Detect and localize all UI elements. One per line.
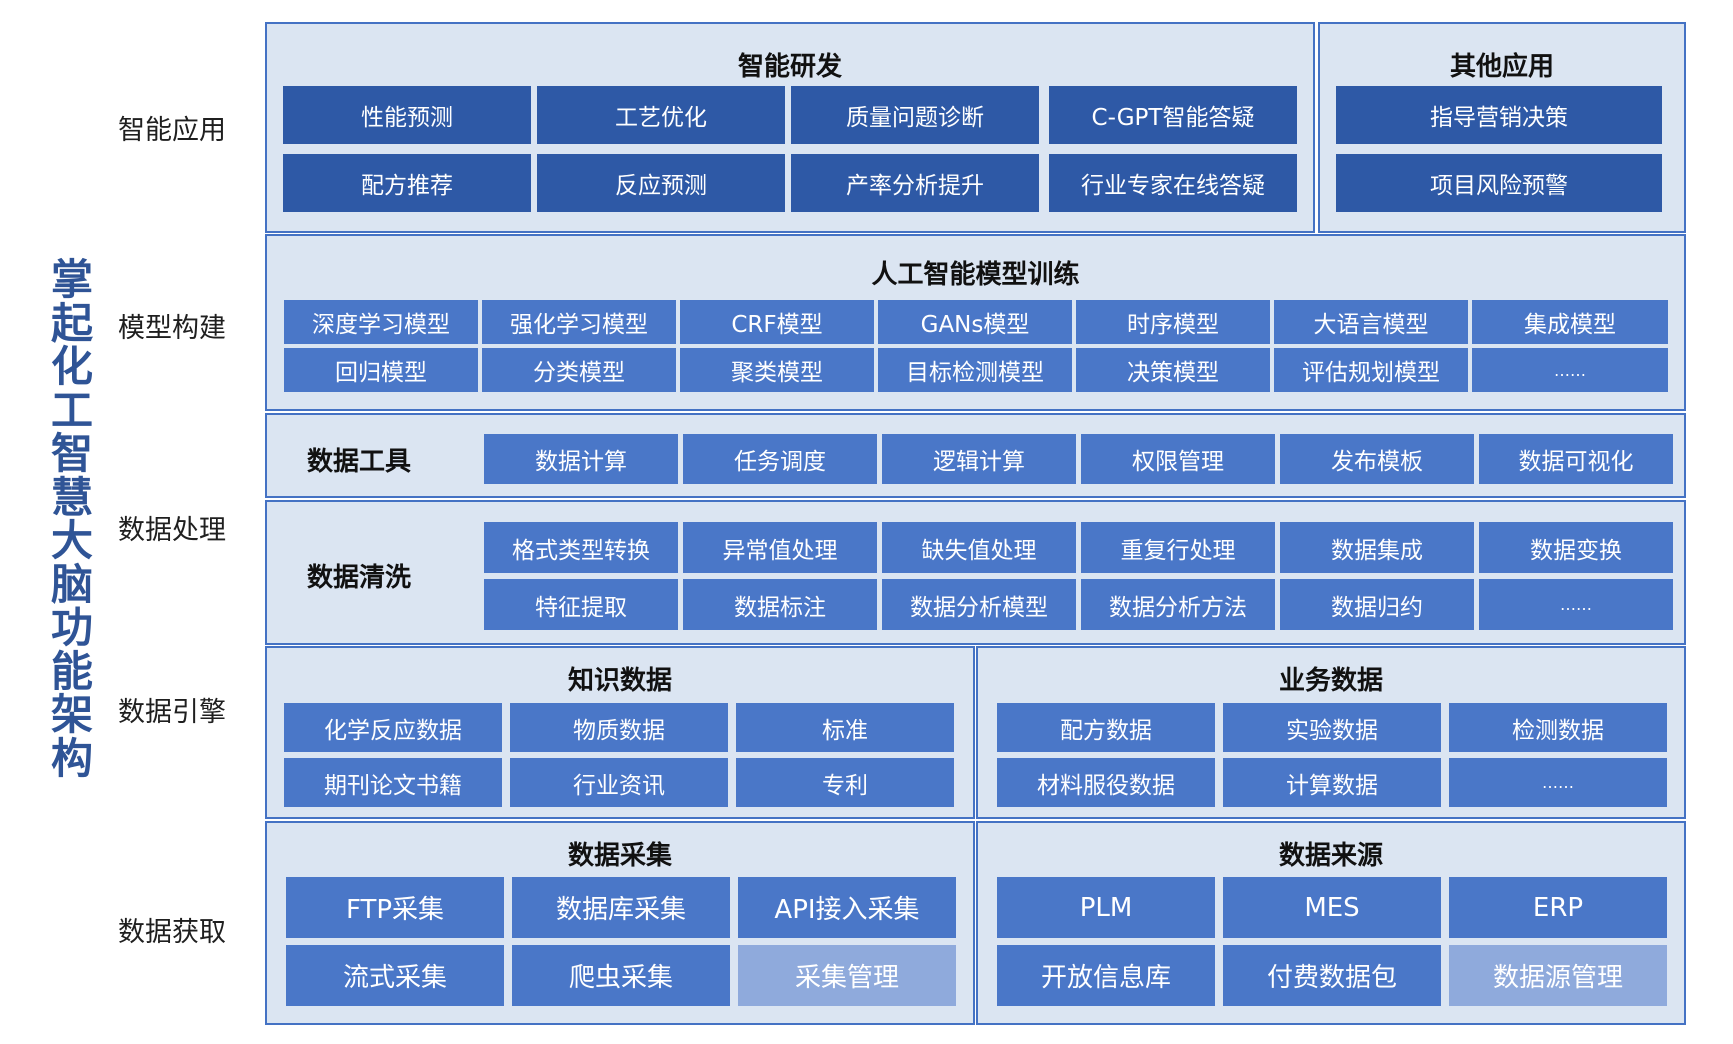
rd-item: 工艺优化 bbox=[537, 86, 785, 144]
clean-item: …… bbox=[1479, 579, 1673, 630]
knowledge-item: 专利 bbox=[736, 758, 954, 807]
clean-item: 特征提取 bbox=[484, 579, 678, 630]
business-item: 材料服役数据 bbox=[997, 758, 1215, 807]
ai-model-item: 分类模型 bbox=[482, 348, 676, 392]
panel-business-title: 业务数据 bbox=[1278, 666, 1383, 696]
source-item: ERP bbox=[1449, 877, 1667, 938]
tools-item: 任务调度 bbox=[683, 434, 877, 484]
panel-collect: 数据采集 FTP采集 数据库采集 API接入采集 流式采集 爬虫采集 采集管理 bbox=[265, 821, 975, 1025]
source-item: MES bbox=[1223, 877, 1441, 938]
layer-label-acquire: 数据获取 bbox=[118, 917, 226, 948]
business-item: 配方数据 bbox=[997, 703, 1215, 752]
knowledge-item: 物质数据 bbox=[510, 703, 728, 752]
panel-tools: 数据工具 数据计算 任务调度 逻辑计算 权限管理 发布模板 数据可视化 bbox=[265, 413, 1686, 498]
layer-label-app: 智能应用 bbox=[118, 115, 226, 146]
clean-item: 数据变换 bbox=[1479, 522, 1673, 573]
clean-item: 数据归约 bbox=[1280, 579, 1474, 630]
panel-ai: 人工智能模型训练 深度学习模型 强化学习模型 CRF模型 GANs模型 时序模型… bbox=[265, 234, 1686, 411]
ai-model-item: 集成模型 bbox=[1472, 300, 1668, 344]
ai-model-item: 强化学习模型 bbox=[482, 300, 676, 344]
business-item: 检测数据 bbox=[1449, 703, 1667, 752]
clean-item: 缺失值处理 bbox=[882, 522, 1076, 573]
knowledge-item: 化学反应数据 bbox=[284, 703, 502, 752]
knowledge-item: 行业资讯 bbox=[510, 758, 728, 807]
rd-item: 行业专家在线答疑 bbox=[1049, 154, 1297, 212]
panel-rd-title: 智能研发 bbox=[737, 52, 842, 82]
layer-label-engine: 数据引擎 bbox=[118, 697, 226, 728]
layer-label-process: 数据处理 bbox=[118, 515, 226, 546]
collect-item: 数据库采集 bbox=[512, 877, 730, 938]
panel-knowledge-title: 知识数据 bbox=[567, 666, 672, 696]
rd-item: 性能预测 bbox=[283, 86, 531, 144]
rd-item: 配方推荐 bbox=[283, 154, 531, 212]
panel-other-title: 其他应用 bbox=[1449, 52, 1554, 82]
ai-model-item: …… bbox=[1472, 348, 1668, 392]
clean-item: 数据分析模型 bbox=[882, 579, 1076, 630]
panel-other: 其他应用 指导营销决策 项目风险预警 bbox=[1318, 22, 1686, 233]
panel-knowledge: 知识数据 化学反应数据 物质数据 标准 期刊论文书籍 行业资讯 专利 bbox=[265, 646, 975, 819]
tools-item: 权限管理 bbox=[1081, 434, 1275, 484]
other-item: 项目风险预警 bbox=[1336, 154, 1662, 212]
collect-item: FTP采集 bbox=[286, 877, 504, 938]
collect-item: 爬虫采集 bbox=[512, 945, 730, 1006]
clean-item: 格式类型转换 bbox=[484, 522, 678, 573]
ai-model-item: GANs模型 bbox=[878, 300, 1072, 344]
collect-management-item: 采集管理 bbox=[738, 945, 956, 1006]
tools-item: 发布模板 bbox=[1280, 434, 1474, 484]
clean-item: 重复行处理 bbox=[1081, 522, 1275, 573]
tools-item: 数据可视化 bbox=[1479, 434, 1673, 484]
ai-model-item: 回归模型 bbox=[284, 348, 478, 392]
layer-label-model: 模型构建 bbox=[118, 313, 226, 344]
collect-item: API接入采集 bbox=[738, 877, 956, 938]
panel-clean-title: 数据清洗 bbox=[307, 563, 412, 593]
source-item: 付费数据包 bbox=[1223, 945, 1441, 1006]
ai-model-item: 时序模型 bbox=[1076, 300, 1270, 344]
ai-model-item: 大语言模型 bbox=[1274, 300, 1468, 344]
ai-model-item: 深度学习模型 bbox=[284, 300, 478, 344]
diagram-title: 掌起化工智慧大脑功能架构 bbox=[50, 255, 93, 783]
rd-item: 产率分析提升 bbox=[791, 154, 1039, 212]
collect-item: 流式采集 bbox=[286, 945, 504, 1006]
rd-item: 反应预测 bbox=[537, 154, 785, 212]
other-item: 指导营销决策 bbox=[1336, 86, 1662, 144]
panel-business: 业务数据 配方数据 实验数据 检测数据 材料服役数据 计算数据 …… bbox=[976, 646, 1686, 819]
rd-item: C-GPT智能答疑 bbox=[1049, 86, 1297, 144]
knowledge-item: 标准 bbox=[736, 703, 954, 752]
ai-model-item: 决策模型 bbox=[1076, 348, 1270, 392]
clean-item: 数据分析方法 bbox=[1081, 579, 1275, 630]
source-item: 开放信息库 bbox=[997, 945, 1215, 1006]
business-item: 计算数据 bbox=[1223, 758, 1441, 807]
source-item: PLM bbox=[997, 877, 1215, 938]
panel-collect-title: 数据采集 bbox=[567, 841, 672, 871]
ai-model-item: 评估规划模型 bbox=[1274, 348, 1468, 392]
panel-sources-title: 数据来源 bbox=[1278, 841, 1383, 871]
clean-item: 数据集成 bbox=[1280, 522, 1474, 573]
rd-item: 质量问题诊断 bbox=[791, 86, 1039, 144]
business-item: …… bbox=[1449, 758, 1667, 807]
ai-model-item: 聚类模型 bbox=[680, 348, 874, 392]
ai-model-item: 目标检测模型 bbox=[878, 348, 1072, 392]
clean-item: 数据标注 bbox=[683, 579, 877, 630]
business-item: 实验数据 bbox=[1223, 703, 1441, 752]
source-management-item: 数据源管理 bbox=[1449, 945, 1667, 1006]
ai-model-item: CRF模型 bbox=[680, 300, 874, 344]
knowledge-item: 期刊论文书籍 bbox=[284, 758, 502, 807]
clean-item: 异常值处理 bbox=[683, 522, 877, 573]
panel-clean: 数据清洗 格式类型转换 异常值处理 缺失值处理 重复行处理 数据集成 数据变换 … bbox=[265, 500, 1686, 645]
panel-ai-title: 人工智能模型训练 bbox=[871, 260, 1080, 290]
panel-tools-title: 数据工具 bbox=[307, 447, 412, 477]
tools-item: 数据计算 bbox=[484, 434, 678, 484]
tools-item: 逻辑计算 bbox=[882, 434, 1076, 484]
panel-rd: 智能研发 性能预测 工艺优化 质量问题诊断 C-GPT智能答疑 配方推荐 反应预… bbox=[265, 22, 1315, 233]
panel-sources: 数据来源 PLM MES ERP 开放信息库 付费数据包 数据源管理 bbox=[976, 821, 1686, 1025]
